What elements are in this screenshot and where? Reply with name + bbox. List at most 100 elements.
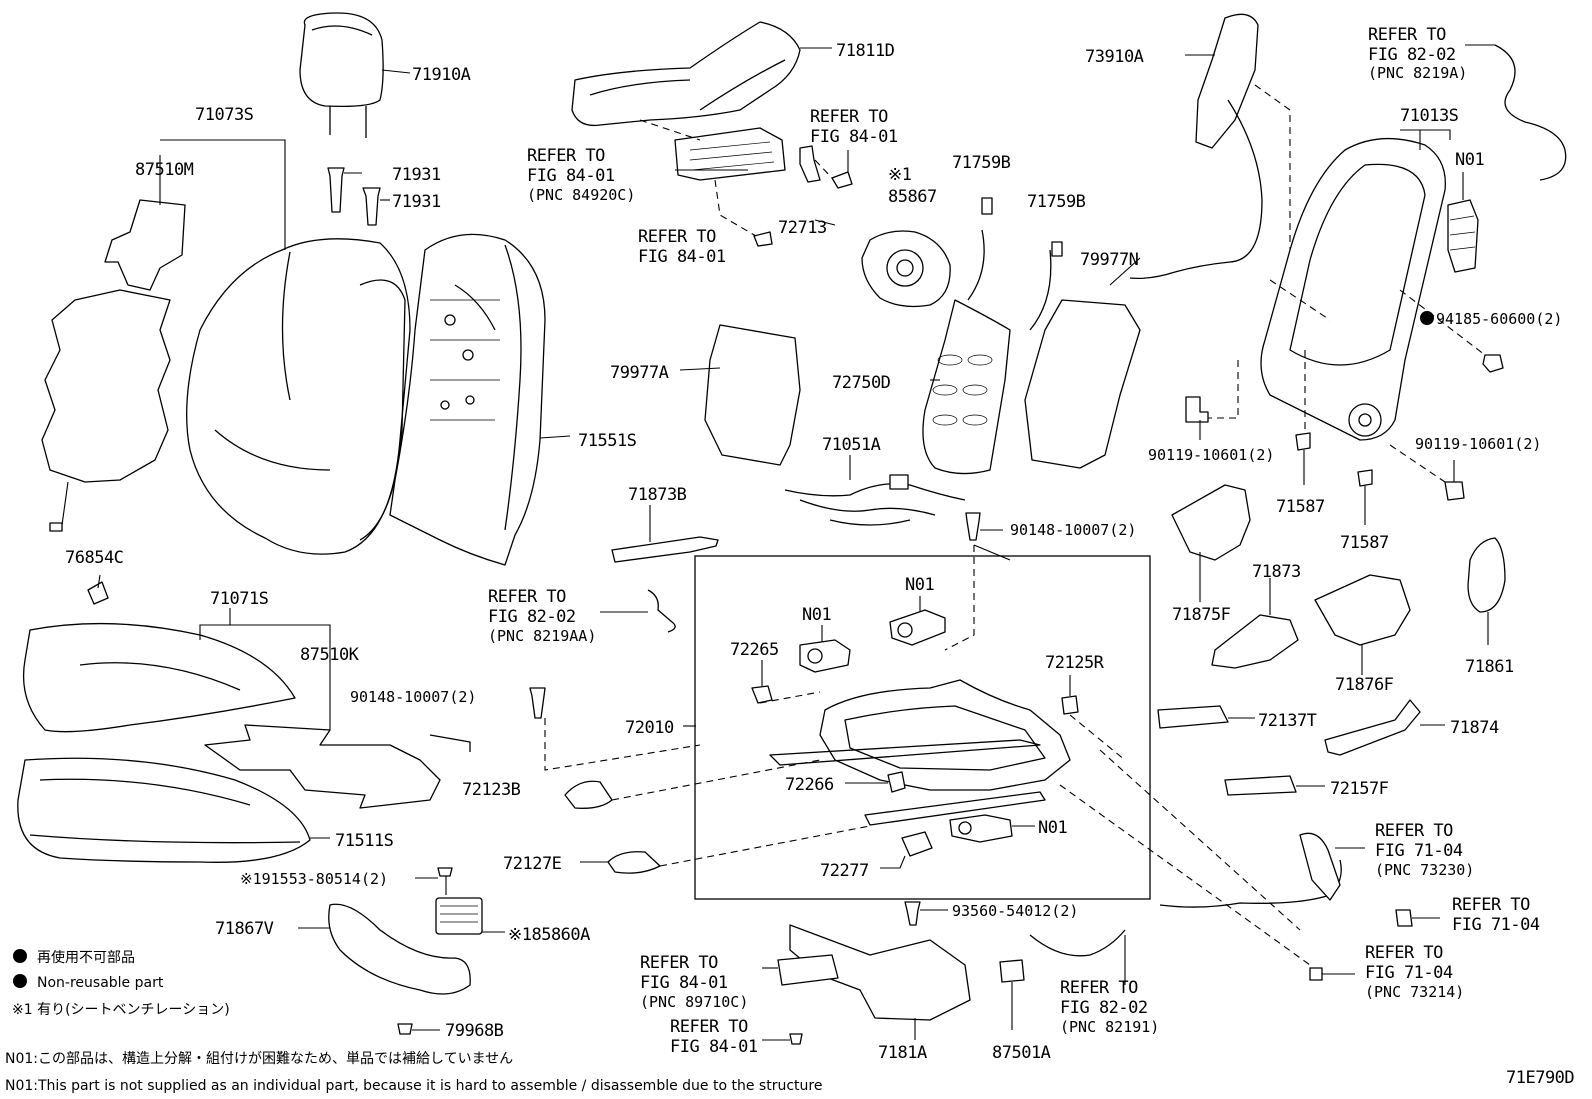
frame-71013S — [1260, 137, 1446, 441]
svg-text:FIG 84-01: FIG 84-01 — [670, 1037, 758, 1057]
clip-79968B — [397, 1023, 413, 1035]
pad-87510K — [204, 724, 471, 809]
label-72265: 72265 — [730, 640, 779, 660]
refer-82191: REFER TO FIG 82-02 (PNC 82191) — [1060, 978, 1159, 1036]
label-73910A: 73910A — [1085, 47, 1144, 67]
label-71811D: 71811D — [836, 41, 895, 61]
module-87501A — [999, 959, 1025, 983]
seatback-board-71551S — [389, 233, 546, 566]
cover-71861 — [1467, 537, 1506, 613]
harness-71051A — [784, 474, 966, 526]
motor-n01-bottom — [949, 814, 1013, 843]
bolt-90119-b — [1444, 481, 1465, 501]
label-71759B-b: 71759B — [1027, 192, 1086, 212]
label-71759B-a: 71759B — [952, 153, 1011, 173]
assembly-lines — [544, 84, 1486, 966]
cover-72127E — [607, 851, 661, 874]
nonreusable-dot-legend-en — [13, 974, 27, 988]
part-72266 — [887, 771, 906, 793]
svg-text:FIG 84-01: FIG 84-01 — [527, 166, 615, 186]
fan-85867 — [861, 230, 951, 308]
cover-72157F — [1224, 775, 1297, 796]
label-79977A: 79977A — [610, 363, 669, 383]
svg-text:REFER TO: REFER TO — [640, 953, 718, 973]
wire-8219A — [1494, 44, 1567, 181]
svg-text:FIG 82-02: FIG 82-02 — [1368, 45, 1456, 65]
cover-71867V — [328, 903, 471, 995]
cover-72137T — [1157, 705, 1229, 729]
screw-a — [831, 171, 853, 189]
bolt-90119-a — [1185, 396, 1209, 423]
label-71931-b: 71931 — [392, 192, 441, 212]
shield-71811D — [571, 21, 801, 127]
nut-94185 — [1482, 354, 1504, 373]
svg-text:REFER TO: REFER TO — [527, 146, 605, 166]
label-76854C: 76854C — [65, 548, 123, 568]
nonreusable-dot-legend-jp — [13, 949, 27, 963]
bracket-72125R — [1061, 695, 1079, 715]
refer-8219A: REFER TO FIG 82-02 (PNC 8219A) — [1368, 25, 1467, 82]
svg-text:REFER TO: REFER TO — [1365, 943, 1443, 963]
switch-84920C — [674, 127, 786, 181]
label-93560: 93560-54012(2) — [952, 902, 1078, 920]
pad-79977N — [1024, 299, 1141, 469]
svg-text:FIG 84-01: FIG 84-01 — [640, 973, 728, 993]
label-90119-b: 90119-10601(2) — [1415, 435, 1541, 453]
label-71551S: 71551S — [578, 431, 637, 451]
adjuster-box — [694, 555, 1151, 900]
harness-82191 — [1029, 929, 1126, 957]
side-cover-73910A — [1129, 13, 1263, 280]
label-85867: 85867 — [888, 187, 937, 207]
label-72266: 72266 — [785, 775, 834, 795]
clip-71759B-a — [981, 197, 993, 215]
label-72010: 72010 — [625, 718, 674, 738]
diagram-code: 71E790D — [1506, 1068, 1574, 1088]
cushion-71511S — [17, 757, 311, 863]
svg-text:FIG 71-04: FIG 71-04 — [1365, 963, 1453, 983]
part-72277 — [901, 831, 933, 857]
cover-72123B — [564, 780, 613, 809]
label-71910A: 71910A — [412, 65, 471, 85]
svg-text:FIG 82-02: FIG 82-02 — [488, 607, 576, 627]
label-72127E: 72127E — [503, 854, 562, 874]
svg-text:FIG 71-04: FIG 71-04 — [1375, 841, 1463, 861]
refer-84920C: REFER TO FIG 84-01 (PNC 84920C) — [527, 146, 635, 204]
clip-76854C — [87, 581, 109, 605]
svg-text:REFER TO: REFER TO — [1375, 821, 1453, 841]
label-94185: 94185-60600(2) — [1436, 310, 1562, 328]
refer-71-04: REFER TO FIG 71-04 — [1452, 895, 1540, 935]
guide-71931 — [327, 167, 381, 226]
bracket-71875F — [1171, 484, 1251, 561]
svg-text:REFER TO: REFER TO — [810, 107, 888, 127]
svg-text:REFER TO: REFER TO — [1368, 25, 1446, 45]
refer-73230: REFER TO FIG 71-04 (PNC 73230) — [1375, 821, 1474, 879]
leader-lines — [97, 44, 1495, 1041]
label-71051A: 71051A — [822, 435, 881, 455]
label-71875F: 71875F — [1172, 605, 1231, 625]
label-n01-b: N01 — [802, 605, 831, 625]
clip-71759B-b — [1051, 241, 1063, 257]
label-90119-a: 90119-10601(2) — [1148, 446, 1274, 464]
label-185860A: ※185860A — [508, 925, 590, 945]
label-n01-a: N01 — [1455, 150, 1484, 170]
svg-text:(PNC 82191): (PNC 82191) — [1060, 1018, 1159, 1036]
knob-b — [1309, 967, 1323, 981]
svg-text:FIG 84-01: FIG 84-01 — [810, 127, 898, 147]
svg-text:(PNC 84920C): (PNC 84920C) — [527, 186, 635, 204]
motor-n01-top — [1447, 199, 1479, 273]
svg-text:REFER TO: REFER TO — [488, 587, 566, 607]
svg-text:REFER TO: REFER TO — [1060, 978, 1138, 998]
pad-79977A — [704, 324, 801, 466]
label-72713: 72713 — [778, 218, 827, 238]
motor-n01-left — [799, 639, 851, 673]
label-71861: 71861 — [1465, 657, 1514, 677]
label-72123B: 72123B — [462, 780, 521, 800]
bracket-72713 — [799, 145, 821, 183]
label-72125R: 72125R — [1045, 653, 1105, 673]
note-n01-en: N01:This part is not supplied as an indi… — [5, 1078, 822, 1094]
label-n01-c: N01 — [905, 575, 934, 595]
cover-71874 — [1324, 699, 1421, 756]
bar-71873B — [611, 536, 719, 563]
legend-nonreusable-jp: 再使用不可部品 — [37, 949, 135, 966]
